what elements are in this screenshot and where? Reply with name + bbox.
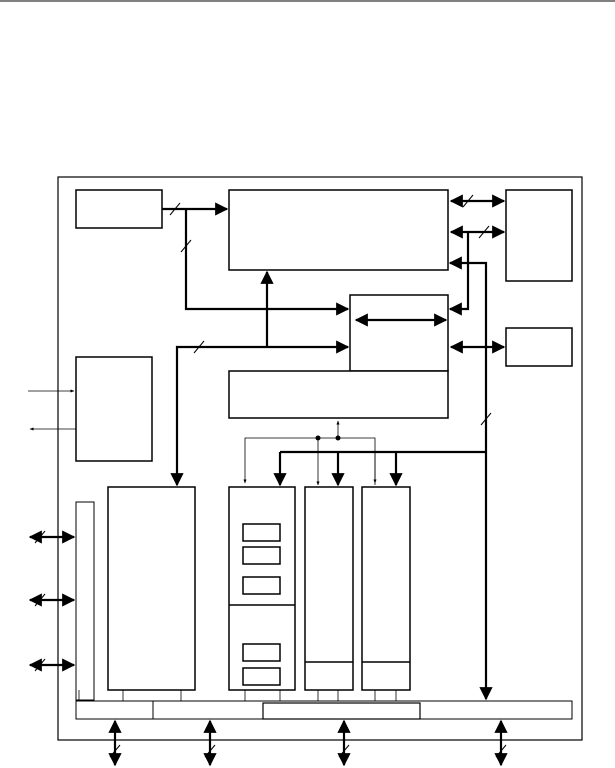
block-middle-lower (228, 370, 449, 419)
bus-down-tick (180, 239, 192, 253)
block-large-column (107, 486, 196, 691)
block-column-a-cell-5 (242, 667, 281, 686)
block-left-narrow (75, 501, 95, 701)
bus-main-right-1-tick (462, 194, 474, 208)
bus-down-to-middle-upper (184, 209, 350, 316)
block-column-a-cell-1 (242, 523, 281, 542)
block-right-middle (505, 327, 573, 367)
bus-large-tick (193, 340, 205, 354)
bus-right-down-to-middle (448, 232, 470, 316)
port-left-3-tick (34, 658, 46, 672)
block-right-top (505, 189, 573, 282)
bus-long-right-tick (480, 412, 492, 426)
block-left-middle (75, 356, 153, 462)
port-bottom-3-tick (338, 744, 350, 758)
port-bottom-4-tick (495, 744, 507, 758)
bus-topleft-tick (169, 202, 181, 216)
block-column-c (361, 486, 411, 691)
port-bottom-1-tick (109, 744, 121, 758)
port-left-1-tick (34, 530, 46, 544)
port-bottom-2-tick (204, 744, 216, 758)
bus-large-column-to-middle (170, 340, 350, 487)
bottom-bus-inner (262, 702, 421, 720)
chip-boundary (57, 176, 583, 741)
port-left-2-tick (34, 593, 46, 607)
block-column-a-cell-4 (242, 643, 281, 662)
block-main-top (228, 189, 449, 271)
bus-long-right-vertical (448, 256, 493, 701)
block-middle-upper (349, 294, 449, 372)
bus-main-right-2-tick (478, 225, 490, 239)
control-line-left (243, 437, 318, 484)
block-column-b (304, 486, 354, 691)
block-top-left (75, 189, 163, 229)
control-junction-1 (315, 435, 321, 441)
block-column-a-cell-2 (242, 546, 281, 565)
block-column-a-cell-3 (242, 576, 281, 595)
control-line-right (318, 437, 377, 484)
